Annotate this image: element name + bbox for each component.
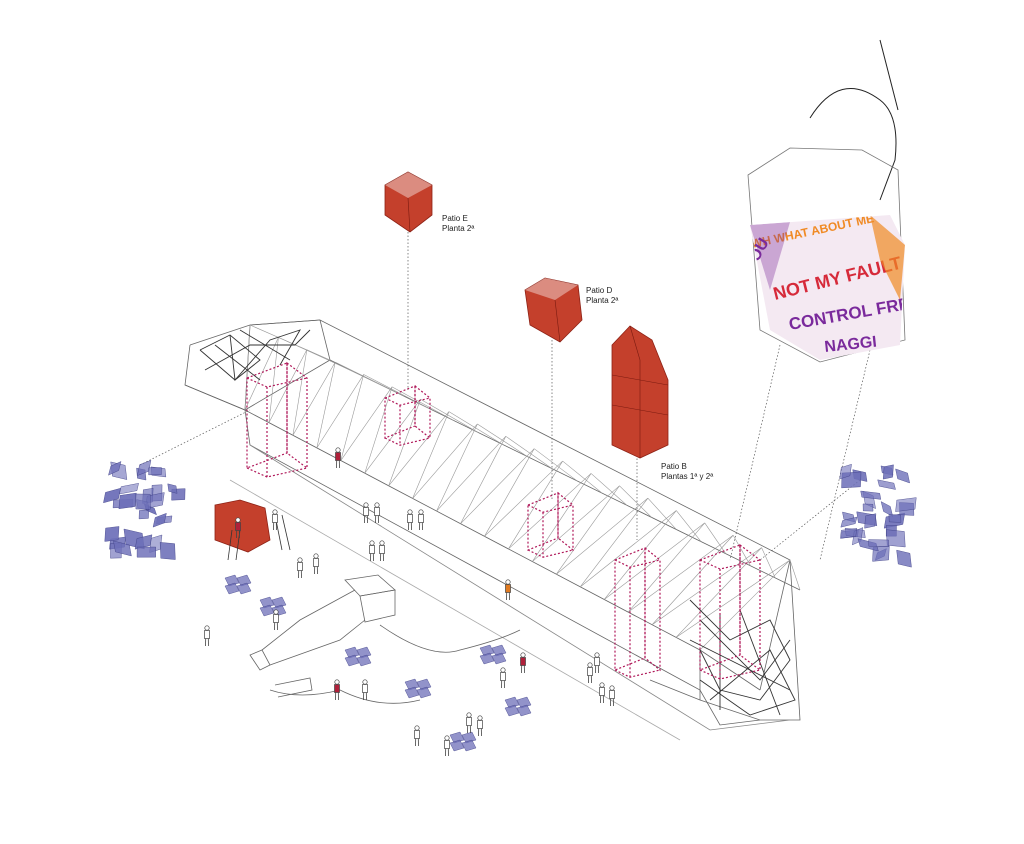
- volume-patio-b: [612, 326, 668, 458]
- panel-cluster-left: [103, 460, 185, 559]
- panel-cluster-right: [840, 464, 917, 567]
- label-patio-d-line2: Planta 2ª: [586, 296, 618, 306]
- volume-patio-d: [525, 278, 582, 342]
- frame-group: [247, 363, 760, 679]
- label-patio-b-line1: Patio B: [661, 462, 713, 472]
- volume-patio-e: [385, 172, 432, 232]
- floor-panels: [225, 575, 531, 751]
- red-booth: [215, 500, 290, 560]
- label-patio-b: Patio B Plantas 1ª y 2ª: [661, 462, 713, 482]
- label-patio-d-line1: Patio D: [586, 286, 618, 296]
- ground-machinery: [250, 575, 520, 703]
- label-patio-e-line2: Planta 2ª: [442, 224, 474, 234]
- end-truss-left: [200, 330, 310, 380]
- label-patio-b-line2: Plantas 1ª y 2ª: [661, 472, 713, 482]
- label-patio-e-line1: Patio E: [442, 214, 474, 224]
- space-frame-structure: [185, 320, 800, 740]
- label-patio-e: Patio E Planta 2ª: [442, 214, 474, 234]
- label-patio-d: Patio D Planta 2ª: [586, 286, 618, 306]
